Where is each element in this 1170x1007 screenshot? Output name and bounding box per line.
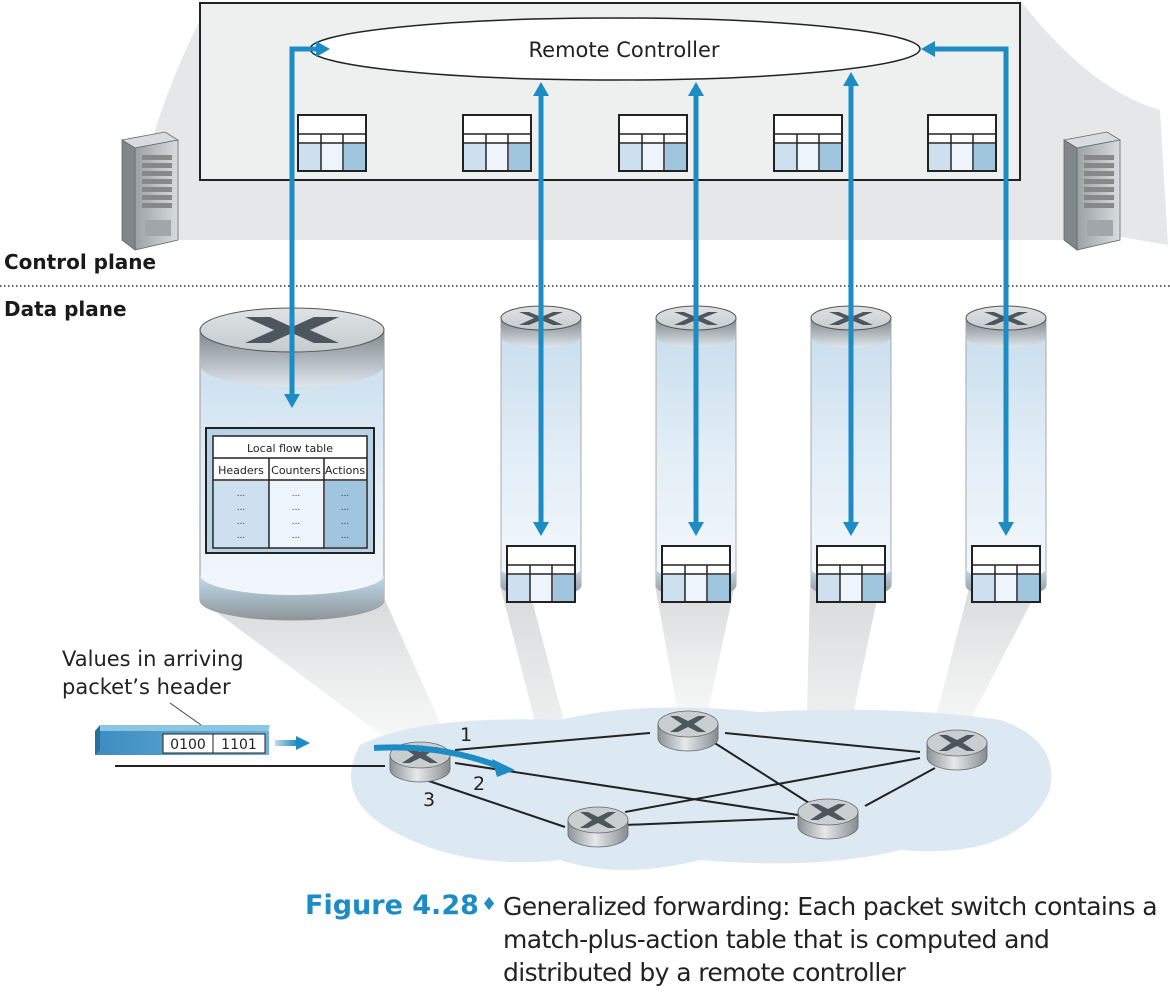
flow-table-cell: ...	[341, 517, 350, 527]
flow-table-cell: ...	[237, 503, 246, 513]
local-flow-table: Local flow table Headers Counters Action…	[205, 427, 375, 554]
network-links	[115, 732, 936, 828]
server-icon-left	[120, 131, 180, 251]
control-channels	[284, 41, 1014, 536]
switch-table-3	[816, 545, 886, 603]
flow-table-cell: ...	[237, 489, 246, 499]
flow-table-cell: ...	[237, 517, 246, 527]
flow-table-cell: ...	[292, 503, 301, 513]
caption-text: Generalized forwarding: Each packet swit…	[503, 892, 1158, 987]
flow-table-col-actions: Actions	[325, 464, 365, 477]
remote-controller-label: Remote Controller	[529, 38, 720, 62]
switch-table-2	[661, 545, 731, 603]
controller-table-2	[462, 114, 532, 172]
router-x-icon	[580, 812, 616, 828]
port-label-2: 2	[473, 773, 485, 795]
flow-table-cell: ...	[341, 503, 350, 513]
port-label-3: 3	[423, 789, 435, 811]
router-x-icon	[810, 804, 846, 820]
figure-number: Figure 4.28	[305, 890, 479, 921]
router-3	[926, 729, 988, 771]
forwarding-path-arrow	[373, 744, 515, 777]
header-field-1: 0100	[170, 737, 206, 753]
router-5	[797, 798, 859, 840]
controller-table-1	[297, 114, 367, 172]
flow-table-col-counters: Counters	[271, 464, 321, 477]
control-plane-fan-bottom	[130, 180, 1090, 240]
flow-table-cell: ...	[341, 531, 350, 541]
caption-separator: ♦	[481, 894, 498, 915]
packet-direction-arrow	[275, 736, 310, 750]
arriving-packet: 0100 1101	[95, 702, 270, 755]
port-label-1: 1	[460, 724, 472, 746]
switch-table-4	[971, 545, 1041, 603]
flow-table-col-headers: Headers	[218, 464, 264, 477]
packet-callout-line2: packet’s header	[62, 675, 231, 699]
flow-table-cell: ...	[237, 531, 246, 541]
flow-table-cell: ...	[292, 531, 301, 541]
control-plane-label: Control plane	[4, 250, 157, 274]
switch-table-1	[506, 545, 576, 603]
router-4	[567, 806, 629, 848]
router-2	[657, 710, 719, 752]
router-x-icon	[670, 716, 706, 732]
flow-table-cell: ...	[341, 489, 350, 499]
control-plane-fan-right	[1020, 0, 1168, 245]
controller-table-3	[618, 114, 688, 172]
flow-table-cell: ...	[292, 517, 301, 527]
packet-callout-line1: Values in arriving	[62, 647, 244, 671]
controller-table-5	[927, 114, 997, 172]
controller-table-4	[773, 114, 843, 172]
flow-table-title: Local flow table	[247, 442, 333, 455]
data-plane-label: Data plane	[4, 297, 127, 321]
flow-table-cell: ...	[292, 489, 301, 499]
router-x-icon	[939, 735, 975, 751]
header-field-2: 1101	[221, 737, 257, 753]
server-icon-right	[1062, 131, 1122, 251]
